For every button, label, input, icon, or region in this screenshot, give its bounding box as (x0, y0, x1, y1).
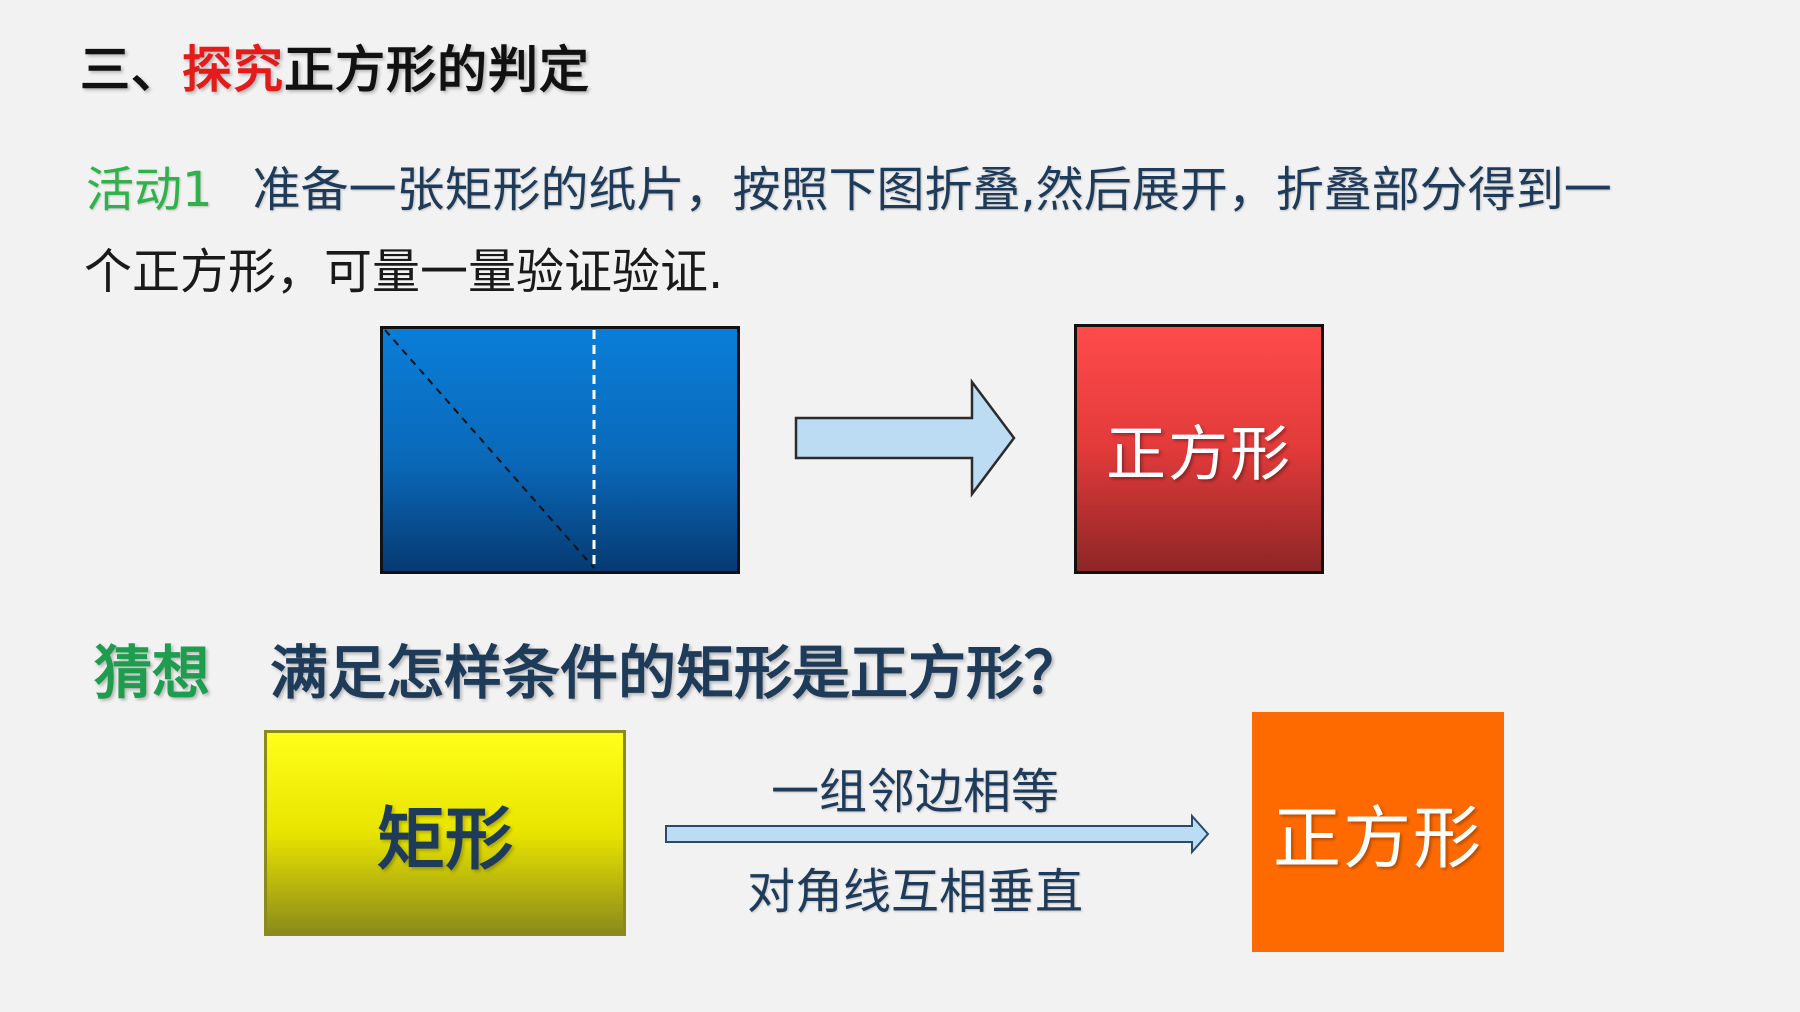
red-square: 正方形 (1074, 324, 1324, 574)
red-square-label: 正方形 (1106, 419, 1292, 490)
orange-square: 正方形 (1252, 712, 1504, 952)
yellow-rectangle-label: 矩形 (376, 800, 513, 880)
condition-1: 一组邻边相等 (770, 764, 1059, 820)
thin-arrow-icon (665, 813, 1210, 855)
guess-line: 猜想满足怎样条件的矩形是正方形？ (94, 626, 1082, 710)
diagonal-fold-line (384, 329, 595, 569)
guess-question: 满足怎样条件的矩形是正方形？ (270, 639, 1083, 707)
paper-rectangle (380, 326, 740, 574)
activity-line-1: 活动1 准备一张矩形的纸片，按照下图折叠,然后展开，折叠部分得到一 (86, 150, 1612, 220)
yellow-rectangle: 矩形 (264, 730, 626, 936)
page-title: 三、探究正方形的判定 (80, 30, 590, 102)
orange-square-label: 正方形 (1272, 799, 1483, 879)
fold-lines (384, 329, 596, 570)
activity-line-2: 个正方形，可量一量验证验证. (84, 244, 724, 300)
title-highlight: 探究 (182, 41, 284, 99)
condition-2: 对角线互相垂直 (746, 864, 1083, 920)
guess-label: 猜想 (94, 639, 211, 707)
activity-text-1: 准备一张矩形的纸片，按照下图折叠,然后展开，折叠部分得到一 (252, 162, 1612, 218)
title-rest: 正方形的判定 (284, 41, 590, 99)
title-prefix: 三、 (80, 41, 182, 99)
activity-label: 活动1 (86, 162, 213, 218)
block-arrow-icon (794, 378, 1016, 498)
